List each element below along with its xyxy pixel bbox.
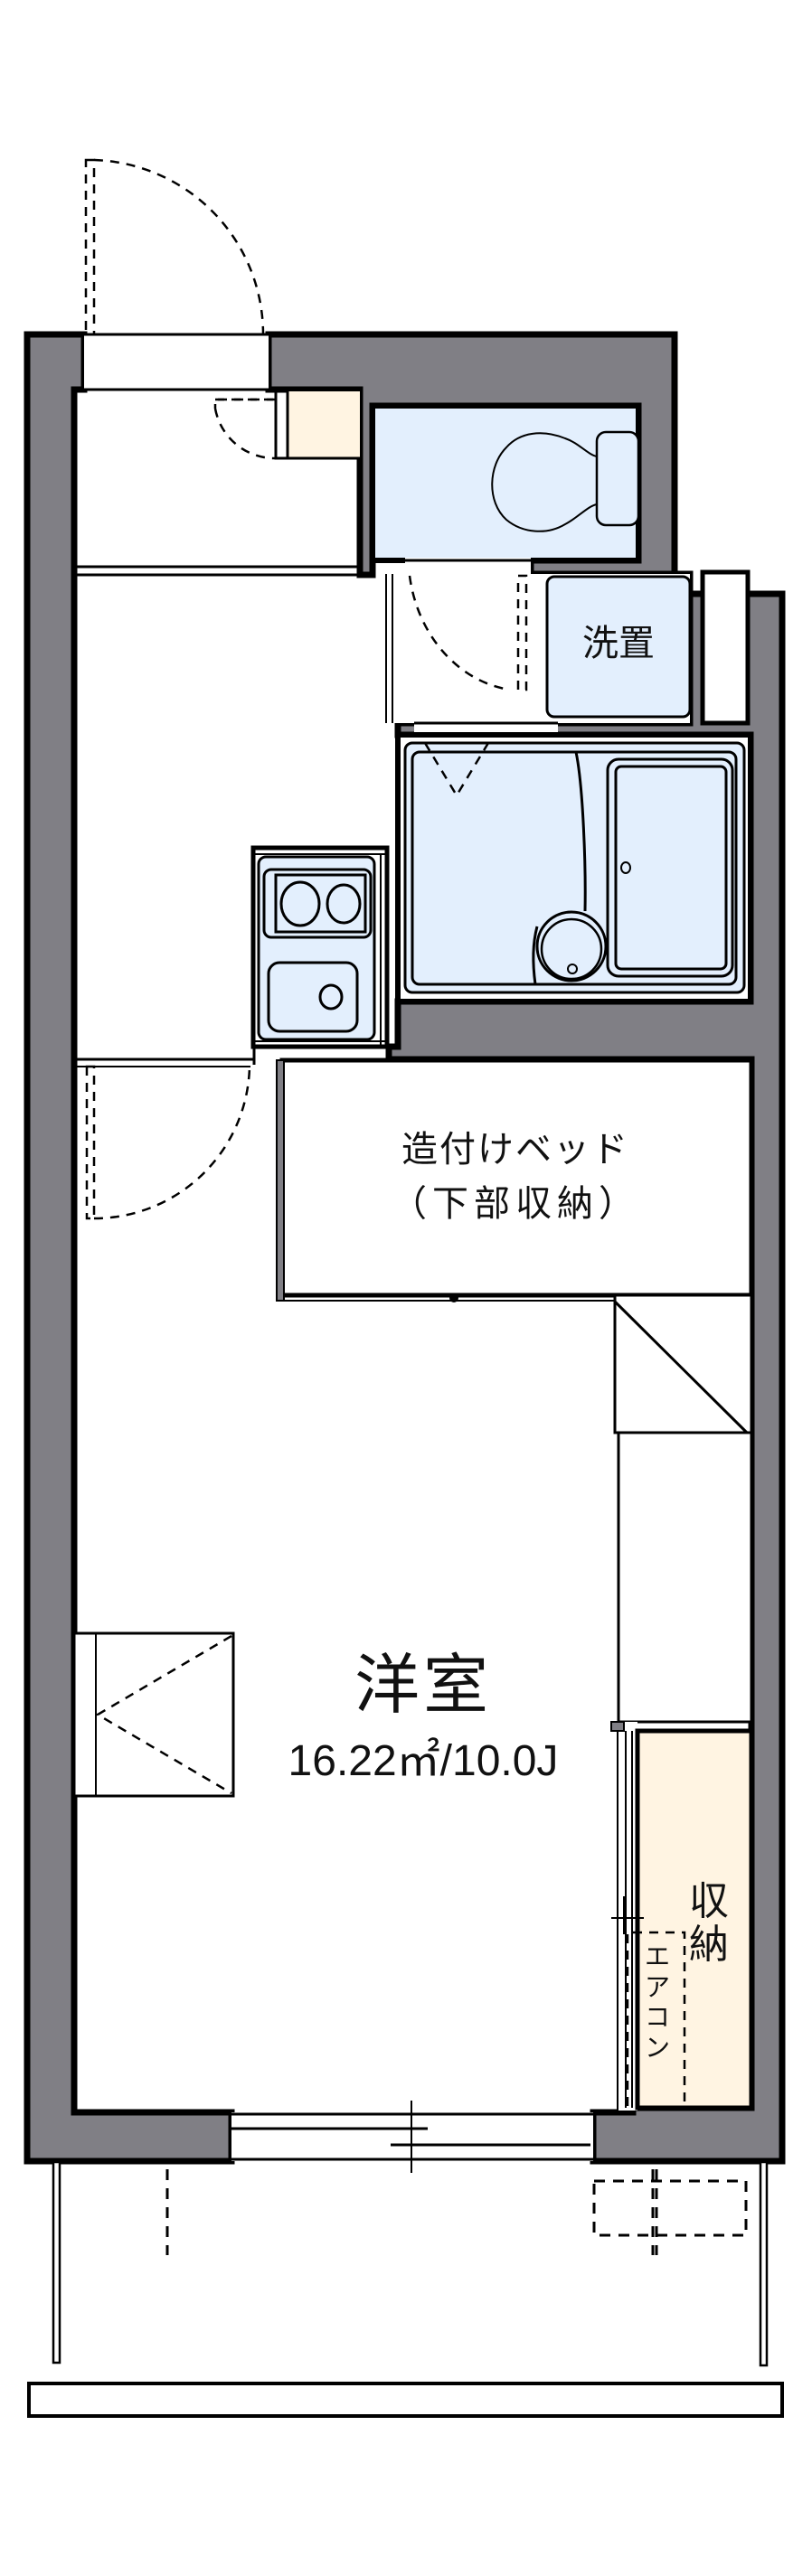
low-storage [72,1631,235,1798]
pipe-shaft [700,569,751,726]
kitchen-unit [250,845,390,1049]
bathtub-icon [606,757,734,978]
genkan-step [74,565,360,577]
room-label-western: 洋室 [354,1647,493,1723]
washroom [385,569,751,726]
shoe-cabinet [213,390,360,460]
front-door-swing [84,158,265,336]
toilet-room [370,403,641,574]
aircon-label: エアコン [644,1941,670,2063]
sink-icon [267,961,359,1033]
room-area: 16.22㎡/10.0J [288,1737,559,1785]
washer-label: 洗置 [582,623,655,664]
closet-label: 収納 [689,1878,729,1969]
built-in-bed [276,1058,754,1302]
washer-space [545,575,692,719]
balcony-railing [27,2382,784,2418]
unit-bath [395,721,753,1004]
window [231,2101,593,2173]
entry-threshold [84,334,269,390]
bed-sublabel: （下部収納） [391,1183,640,1225]
toilet-icon [491,430,640,532]
closet [610,1721,754,2111]
room-door [74,1058,254,1220]
stove-icon [262,868,373,939]
balcony [27,2160,784,2418]
bath-stool-icon [535,910,608,982]
bed-label: 造付けベッド [401,1129,629,1170]
ac-outdoor-unit [592,2179,748,2237]
step-box [613,1293,753,1724]
